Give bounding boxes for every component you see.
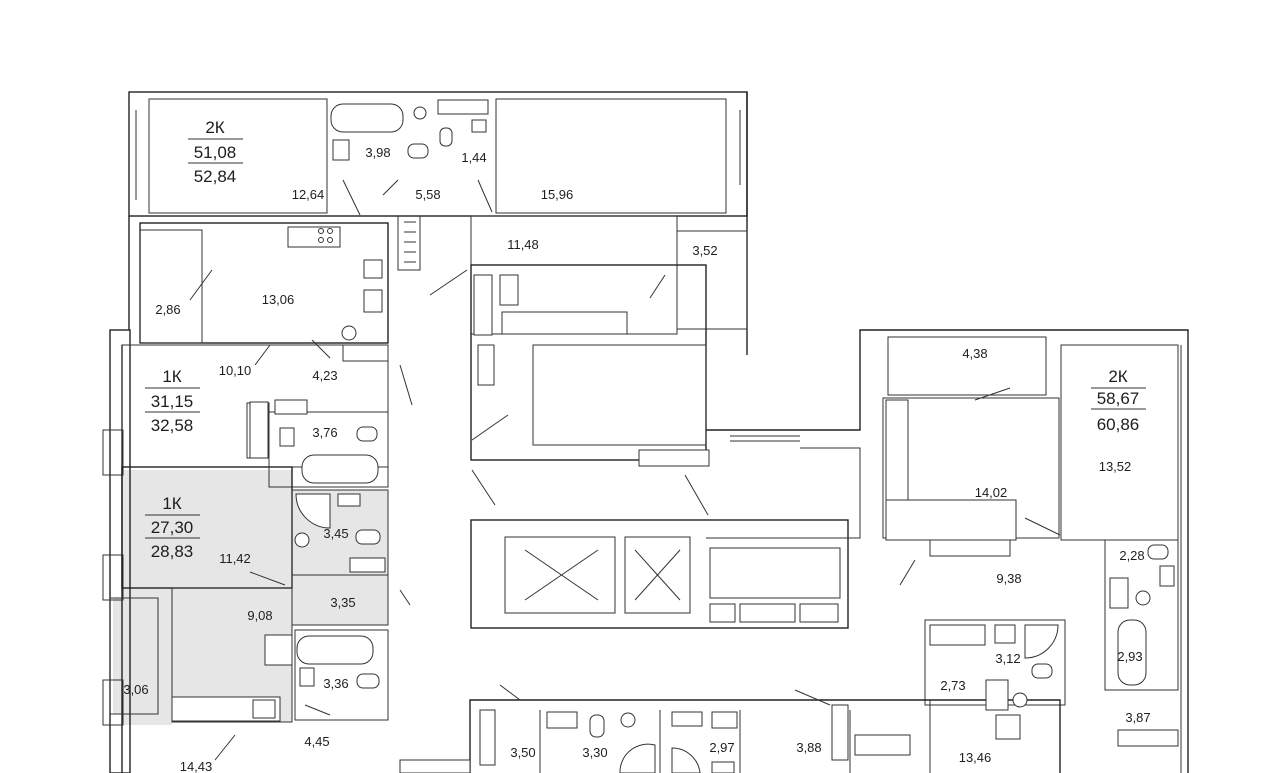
room-area: 3,36 — [323, 676, 348, 691]
room-area: 3,50 — [510, 745, 535, 760]
room-area: 2,28 — [1119, 548, 1144, 563]
building-walls — [102, 91, 1189, 773]
apt-total-area: 28,83 — [151, 542, 194, 561]
room-area: 3,98 — [365, 145, 390, 160]
room-area: 3,06 — [123, 682, 148, 697]
apartment-label[interactable]: 1К 31,15 32,58 — [145, 367, 200, 435]
apt-living-area: 51,08 — [194, 143, 237, 162]
room-area: 3,12 — [995, 651, 1020, 666]
apt-living-area: 31,15 — [151, 392, 194, 411]
apt-total-area: 52,84 — [194, 167, 237, 186]
room-area: 4,23 — [312, 368, 337, 383]
room-area: 2,97 — [709, 740, 734, 755]
room-area: 11,42 — [219, 551, 251, 566]
apartment-label-selected[interactable]: 1К 27,30 28,83 — [145, 494, 200, 561]
apartment-label[interactable]: 2К 51,08 52,84 — [188, 118, 243, 186]
room-area: 4,38 — [962, 346, 987, 361]
fixtures — [171, 99, 1179, 773]
room-area: 3,87 — [1125, 710, 1150, 725]
room-area: 9,08 — [247, 608, 272, 623]
room-area: 2,73 — [940, 678, 965, 693]
room-area: 3,52 — [692, 243, 717, 258]
room-area: 9,38 — [996, 571, 1021, 586]
room-area: 3,35 — [330, 595, 355, 610]
room-area: 14,02 — [975, 485, 1008, 500]
apt-type: 2К — [1108, 367, 1127, 386]
room-area: 3,30 — [582, 745, 607, 760]
apt-total-area: 32,58 — [151, 416, 194, 435]
room-area: 1,44 — [461, 150, 486, 165]
room-area: 5,58 — [415, 187, 440, 202]
room-area: 3,76 — [312, 425, 337, 440]
room-area: 12,64 — [292, 187, 325, 202]
room-area: 13,06 — [262, 292, 295, 307]
room-area: 10,10 — [219, 363, 252, 378]
room-area: 3,88 — [796, 740, 821, 755]
apt-type: 1К — [162, 494, 181, 513]
apt-living-area: 27,30 — [151, 518, 194, 537]
room-area: 14,43 — [180, 759, 213, 773]
apartment-label[interactable]: 2К 58,67 60,86 — [1091, 367, 1146, 434]
room-area: 3,45 — [323, 526, 348, 541]
room-area: 11,48 — [507, 237, 539, 252]
room-area: 4,45 — [304, 734, 329, 749]
room-area: 15,96 — [541, 187, 574, 202]
apt-living-area: 58,67 — [1097, 389, 1140, 408]
apt-type: 1К — [162, 367, 181, 386]
room-area-labels: 3,98 1,44 12,64 5,58 15,96 11,48 3,52 13… — [123, 145, 1150, 773]
room-area: 13,52 — [1099, 459, 1132, 474]
apt-type: 2К — [205, 118, 224, 137]
selected-apartment-fill — [113, 470, 388, 725]
room-area: 2,93 — [1117, 649, 1142, 664]
apt-total-area: 60,86 — [1097, 415, 1140, 434]
room-area: 2,86 — [155, 302, 180, 317]
room-area: 13,46 — [959, 750, 992, 765]
